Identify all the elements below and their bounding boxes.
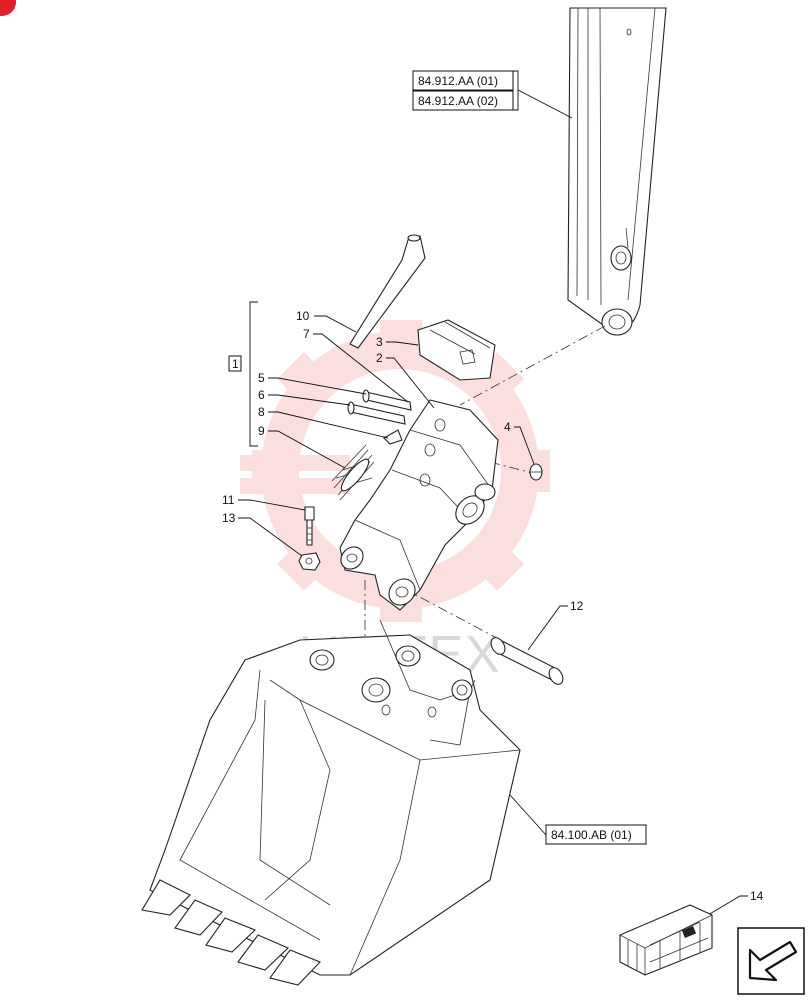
part-10-rod: [349, 234, 426, 349]
leader-boom-ref: [517, 89, 573, 119]
svg-text:1: 1: [232, 357, 239, 371]
corner-badge: [0, 0, 16, 16]
part-13-nut: [298, 552, 321, 571]
svg-text:6: 6: [258, 388, 265, 402]
callout-3: 3: [376, 335, 419, 349]
callout-4: 4: [504, 420, 535, 465]
callout-7: 7: [303, 327, 409, 403]
svg-text:84.100.AB (01): 84.100.AB (01): [551, 828, 632, 842]
svg-text:11: 11: [222, 493, 235, 507]
callout-13: 13: [222, 511, 303, 557]
svg-text:84.912.AA (01): 84.912.AA (01): [418, 74, 498, 88]
svg-text:5: 5: [258, 371, 265, 385]
part-11-bolt: [304, 506, 315, 546]
group-bracket: [249, 301, 258, 447]
svg-text:10: 10: [296, 309, 310, 323]
callout-8: 8: [258, 405, 389, 439]
part-8-pawl: [383, 429, 403, 445]
bucket: [141, 619, 521, 986]
arrow-left-down-icon[interactable]: [737, 927, 805, 995]
callout-11: 11: [222, 493, 306, 511]
reference-bucket[interactable]: 84.100.AB (01): [545, 824, 647, 845]
svg-text:14: 14: [750, 889, 764, 903]
callout-10: 10: [296, 309, 357, 333]
part-9-spring: [331, 444, 375, 501]
svg-text:84.912.AA (02): 84.912.AA (02): [418, 94, 498, 108]
svg-text:2: 2: [376, 351, 383, 365]
crate-icon: [619, 904, 713, 976]
part-5-pin: [362, 389, 412, 411]
svg-text:3: 3: [376, 335, 383, 349]
callout-14: 14: [707, 889, 764, 916]
part-3-sleeve: [417, 319, 496, 381]
svg-text:12: 12: [570, 599, 584, 613]
axis-line-upper: [459, 325, 606, 406]
svg-text:13: 13: [222, 511, 236, 525]
callout-9: 9: [258, 424, 346, 469]
leader-bucket-ref: [509, 794, 547, 836]
svg-text:7: 7: [303, 327, 310, 341]
callout-1: 1: [228, 355, 242, 372]
svg-text:4: 4: [504, 420, 511, 434]
callout-12: 12: [527, 599, 584, 651]
callout-5: 5: [258, 371, 367, 395]
part-12-pin: [490, 637, 564, 685]
svg-text:8: 8: [258, 405, 265, 419]
reference-bracket: [513, 70, 519, 111]
svg-text:9: 9: [258, 424, 265, 438]
reference-boom-01[interactable]: 84.912.AA (01): [412, 70, 514, 91]
callout-2: 2: [376, 351, 435, 409]
reference-boom-02[interactable]: 84.912.AA (02): [412, 90, 514, 111]
quick-coupler: [339, 399, 499, 611]
dipper-arm: [567, 7, 667, 336]
part-4-fitting: [529, 463, 543, 481]
callout-6: 6: [258, 388, 351, 406]
